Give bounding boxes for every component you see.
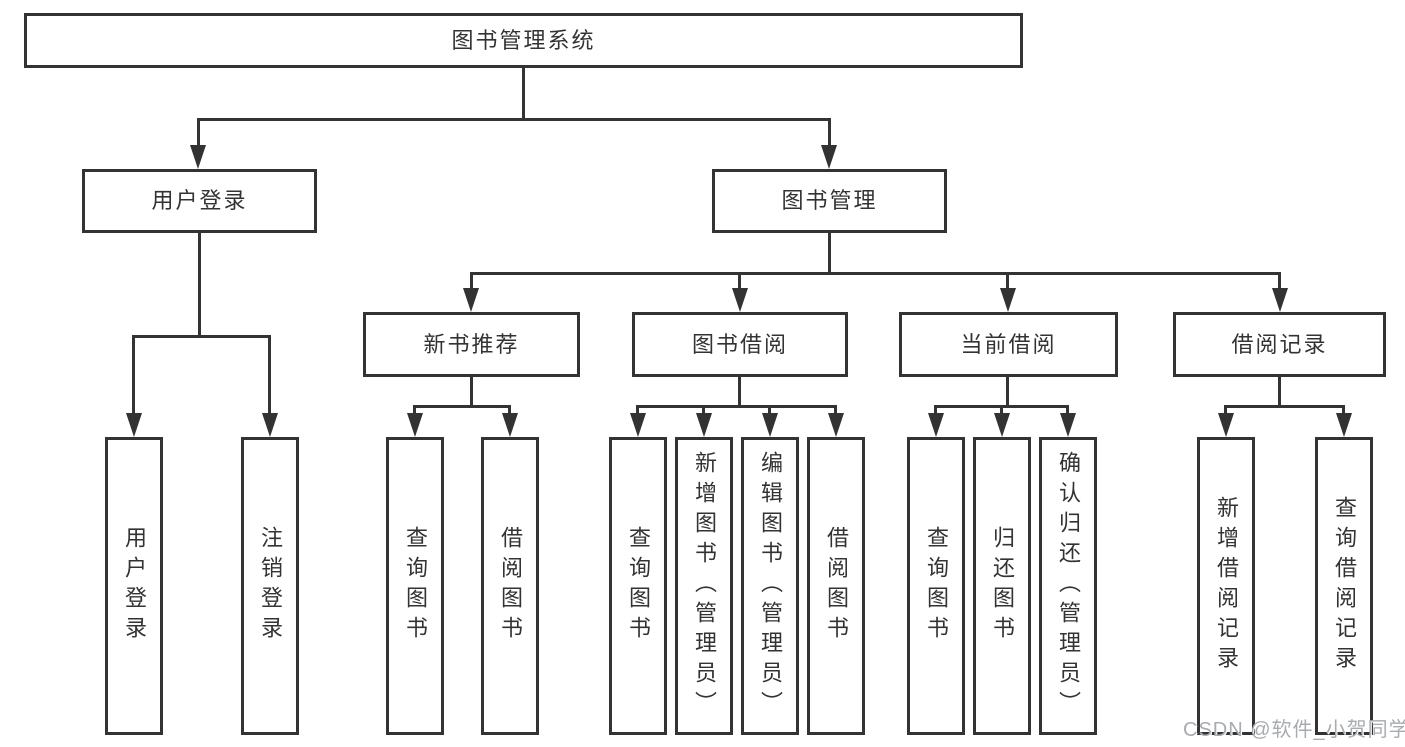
- connector-line: [1006, 377, 1009, 407]
- arrow-down-icon: [821, 145, 837, 169]
- arrow-down-icon: [732, 288, 748, 312]
- leaf-user-login-label: 用户登录: [122, 526, 147, 646]
- connector-line: [470, 272, 1281, 275]
- leaf-query-books-borrowing-label: 查询图书: [626, 526, 651, 646]
- leaf-query-books-current: 查询图书: [907, 437, 965, 735]
- node-user-login-label: 用户登录: [151, 188, 248, 213]
- arrow-down-icon: [502, 413, 518, 437]
- connector-line: [132, 335, 271, 338]
- connector-line: [1000, 405, 1003, 417]
- arrow-down-icon: [696, 413, 712, 437]
- leaf-add-borrow-record: 新增借阅记录: [1197, 437, 1255, 735]
- connector-line: [1278, 272, 1281, 290]
- connector-line: [1278, 377, 1281, 407]
- node-library-system: 图书管理系统: [24, 13, 1023, 68]
- connector-line: [1224, 405, 1345, 408]
- node-book-management-label: 图书管理: [781, 188, 878, 213]
- arrow-down-icon: [994, 413, 1010, 437]
- node-book-borrowing-label: 图书借阅: [691, 331, 788, 357]
- leaf-query-books-current-label: 查询图书: [924, 526, 949, 646]
- leaf-query-books-borrowing: 查询图书: [609, 437, 667, 735]
- node-borrowing-records: 借阅记录: [1173, 312, 1386, 377]
- node-current-borrowing: 当前借阅: [899, 312, 1118, 377]
- leaf-user-login: 用户登录: [105, 437, 163, 735]
- connector-line: [508, 405, 511, 417]
- arrow-down-icon: [407, 413, 423, 437]
- leaf-logout-label: 注销登录: [258, 526, 283, 646]
- connector-line: [413, 405, 511, 408]
- node-library-system-label: 图书管理系统: [451, 27, 596, 53]
- arrow-down-icon: [1218, 413, 1234, 437]
- node-book-borrowing: 图书借阅: [632, 312, 848, 377]
- node-borrowing-records-label: 借阅记录: [1231, 331, 1328, 357]
- connector-line: [636, 405, 639, 417]
- connector-line: [132, 335, 135, 415]
- connector-line: [268, 335, 271, 415]
- arrow-down-icon: [463, 288, 479, 312]
- connector-line: [1342, 405, 1345, 417]
- leaf-return-books-label: 归还图书: [990, 526, 1015, 646]
- arrow-down-icon: [1272, 288, 1288, 312]
- leaf-query-books-recommend-label: 查询图书: [403, 526, 428, 646]
- connector-line: [1066, 405, 1069, 417]
- leaf-logout: 注销登录: [241, 437, 299, 735]
- leaf-borrow-books-borrowing-label: 借阅图书: [824, 526, 849, 646]
- connector-line: [828, 118, 831, 148]
- arrow-down-icon: [928, 413, 944, 437]
- connector-line: [197, 118, 831, 121]
- leaf-borrow-books-recommend: 借阅图书: [481, 437, 539, 735]
- csdn-watermark: CSDN @软件_小贺同学: [1183, 719, 1405, 741]
- leaf-edit-books-admin: 编辑图书（管理员）: [741, 437, 799, 735]
- connector-line: [470, 272, 473, 290]
- arrow-down-icon: [262, 413, 278, 437]
- connector-line: [522, 68, 525, 120]
- leaf-add-books-admin: 新增图书（管理员）: [675, 437, 733, 735]
- connector-line: [834, 405, 837, 417]
- connector-line: [1224, 405, 1227, 417]
- arrow-down-icon: [190, 145, 206, 169]
- node-current-borrowing-label: 当前借阅: [960, 331, 1057, 357]
- connector-line: [197, 118, 200, 148]
- leaf-add-borrow-record-label: 新增借阅记录: [1214, 496, 1239, 676]
- arrow-down-icon: [630, 413, 646, 437]
- node-user-login: 用户登录: [82, 169, 317, 233]
- connector-line: [413, 405, 416, 417]
- leaf-edit-books-admin-label: 编辑图书（管理员）: [758, 451, 783, 721]
- node-book-management: 图书管理: [712, 169, 947, 233]
- connector-line: [636, 405, 837, 408]
- connector-line: [934, 405, 937, 417]
- arrow-down-icon: [1000, 288, 1016, 312]
- arrow-down-icon: [1060, 413, 1076, 437]
- node-new-book-recommend: 新书推荐: [363, 312, 580, 377]
- leaf-add-books-admin-label: 新增图书（管理员）: [692, 451, 717, 721]
- node-new-book-recommend-label: 新书推荐: [423, 331, 520, 357]
- leaf-return-books: 归还图书: [973, 437, 1031, 735]
- connector-line: [1006, 272, 1009, 290]
- connector-line: [198, 233, 201, 337]
- arrow-down-icon: [1336, 413, 1352, 437]
- leaf-borrow-books-borrowing: 借阅图书: [807, 437, 865, 735]
- leaf-confirm-return-admin-label: 确认归还（管理员）: [1056, 451, 1081, 721]
- leaf-borrow-books-recommend-label: 借阅图书: [498, 526, 523, 646]
- leaf-query-borrow-record-label: 查询借阅记录: [1332, 496, 1357, 676]
- connector-line: [702, 405, 705, 417]
- connector-line: [470, 377, 473, 407]
- arrow-down-icon: [762, 413, 778, 437]
- leaf-query-borrow-record: 查询借阅记录: [1315, 437, 1373, 735]
- connector-line: [828, 233, 831, 274]
- arrow-down-icon: [828, 413, 844, 437]
- leaf-query-books-recommend: 查询图书: [386, 437, 444, 735]
- leaf-confirm-return-admin: 确认归还（管理员）: [1039, 437, 1097, 735]
- connector-line: [738, 377, 741, 407]
- connector-line: [768, 405, 771, 417]
- arrow-down-icon: [126, 413, 142, 437]
- connector-line: [738, 272, 741, 290]
